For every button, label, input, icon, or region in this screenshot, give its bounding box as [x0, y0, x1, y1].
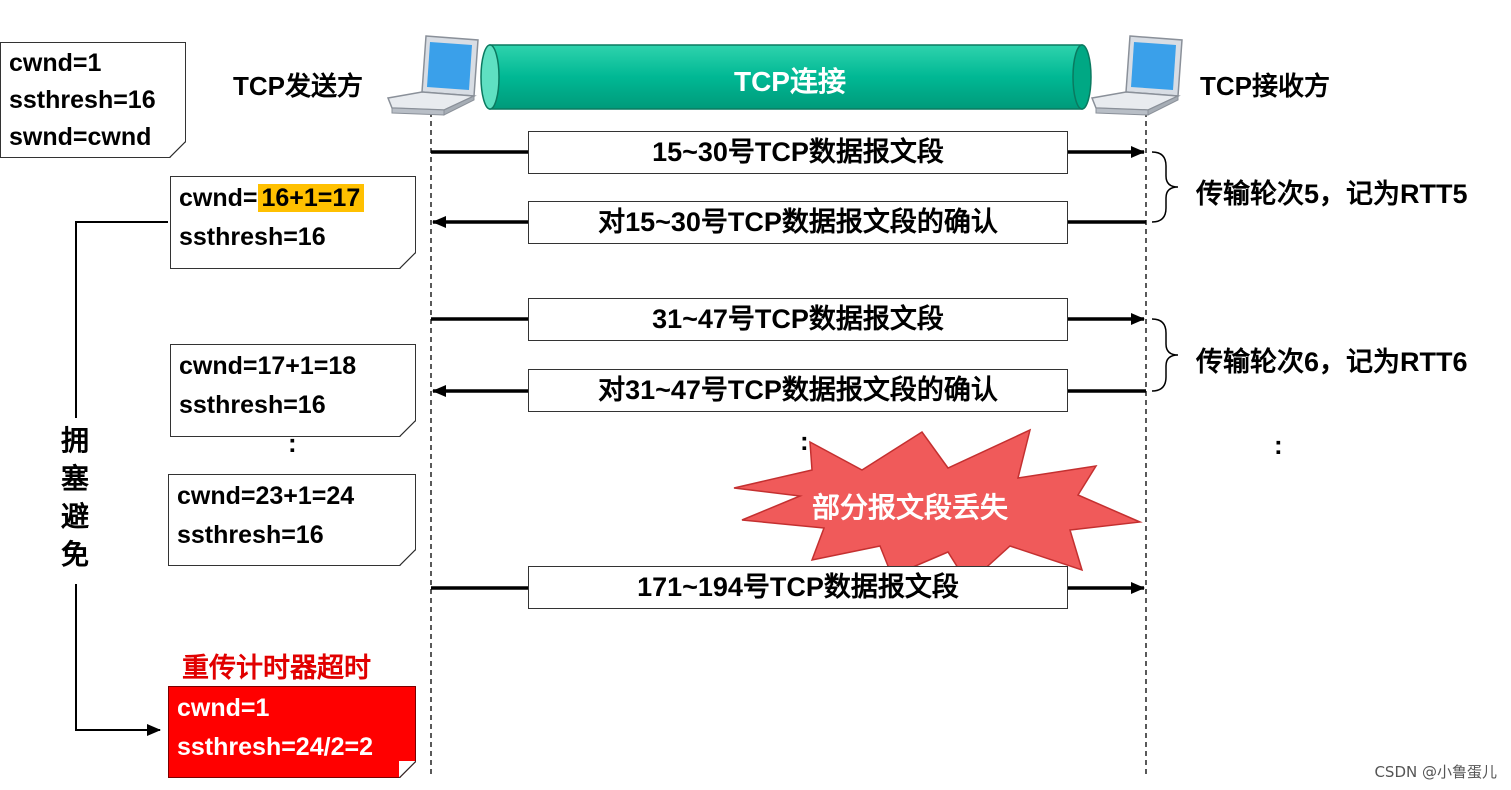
highlighted-value: 16+1=17 [258, 184, 365, 212]
note-line: cwnd=23+1=24 [177, 482, 355, 510]
message-box: 对31~47号TCP数据报文段的确认 [528, 369, 1068, 412]
note-line: cwnd=17+1=18 [179, 352, 357, 380]
connection-tube [480, 44, 1092, 110]
rtt6-brace [1151, 318, 1179, 392]
message-box: 对15~30号TCP数据报文段的确认 [528, 201, 1068, 244]
laptop-sender-icon [386, 35, 479, 116]
note-line: ssthresh=16 [177, 521, 324, 549]
continuation-dots: : [1274, 430, 1283, 460]
message-box: 31~47号TCP数据报文段 [528, 298, 1068, 341]
connection-label: TCP连接 [733, 66, 846, 97]
loss-label: 部分报文段丢失 [812, 492, 1009, 523]
continuation-dots: : [288, 428, 297, 458]
initial-state-note: cwnd=1 ssthresh=16 swnd=cwnd [0, 42, 186, 158]
rtt5-brace [1151, 151, 1179, 223]
phase-bracket-line-lower [75, 584, 161, 736]
laptop-receiver-icon [1090, 35, 1183, 116]
phase-bracket-line [75, 221, 168, 418]
note-line: ssthresh=16 [179, 391, 326, 419]
receiver-label: TCP接收方 [1200, 71, 1331, 101]
message-box: 15~30号TCP数据报文段 [528, 131, 1068, 174]
watermark: CSDN @小鲁蛋儿 [1374, 763, 1497, 781]
rtt-label: 传输轮次6，记为RTT6 [1196, 347, 1468, 377]
rtt-label: 传输轮次5，记为RTT5 [1196, 179, 1468, 209]
cwnd-note: cwnd=23+1=24 ssthresh=16 [168, 474, 416, 566]
cwnd-note: cwnd=16+1=17 ssthresh=16 [170, 176, 416, 269]
note-line: ssthresh=16 [9, 86, 156, 114]
cwnd-note: cwnd=17+1=18 ssthresh=16 [170, 344, 416, 437]
note-line: ssthresh=16 [179, 223, 326, 251]
sender-label: TCP发送方 [233, 71, 364, 101]
message-box: 171~194号TCP数据报文段 [528, 566, 1068, 609]
note-line: cwnd=1 [177, 694, 270, 722]
timeout-label: 重传计时器超时 [182, 653, 371, 683]
timeout-state-note: cwnd=1 ssthresh=24/2=2 [168, 686, 416, 778]
note-line: swnd=cwnd [9, 123, 152, 151]
note-line: ssthresh=24/2=2 [177, 733, 373, 761]
note-line-prefix: cwnd= [179, 184, 258, 212]
note-line: cwnd=1 [9, 49, 102, 77]
phase-label: 拥 塞 避 免 [60, 425, 89, 570]
loss-burst [733, 428, 1143, 586]
continuation-dots: : [800, 426, 809, 456]
